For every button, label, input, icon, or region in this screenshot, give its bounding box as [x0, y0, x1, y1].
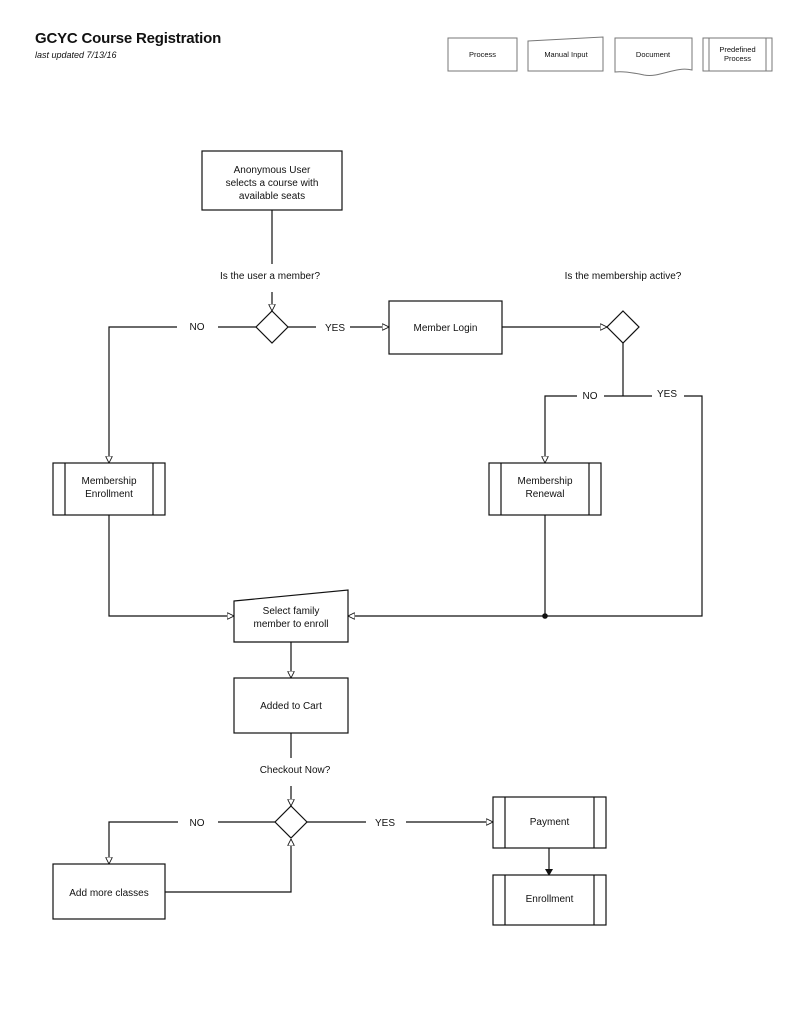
page-title: GCYC Course Registration — [35, 30, 222, 47]
edge-label-active-yes: YES — [657, 389, 677, 400]
node-enrollment: Enrollment — [492, 874, 607, 926]
question-is-member: Is the user a member? — [220, 271, 320, 282]
connectors — [108, 210, 703, 893]
node-start: Anonymous User selects a course with ava… — [201, 150, 343, 211]
last-updated-text: last updated 7/13/16 — [35, 50, 117, 60]
legend-manual-input: Manual Input — [527, 36, 604, 72]
node-payment: Payment — [492, 796, 607, 849]
question-checkout-now: Checkout Now? — [260, 765, 331, 776]
node-start-line-1: Anonymous User — [234, 165, 311, 176]
question-membership-active: Is the membership active? — [565, 271, 682, 282]
edge-label-member-no: NO — [190, 322, 205, 333]
connector-active-no-to-renewal — [545, 395, 577, 463]
node-added-to-cart-label: Added to Cart — [260, 701, 322, 712]
node-add-more-classes-label: Add more classes — [69, 888, 148, 899]
node-membership-enrollment-line-1: Membership — [81, 476, 136, 487]
connector-enrollment-to-select — [108, 515, 234, 616]
node-select-family: Select family member to enroll — [233, 589, 349, 643]
node-membership-renewal: Membership Renewal — [488, 462, 602, 516]
legend-predefined-process: Predefined Process — [702, 37, 773, 72]
edge-label-checkout-no: NO — [190, 818, 205, 829]
node-select-family-line-1: Select family — [263, 606, 320, 617]
edge-label-active-no: NO — [583, 391, 598, 402]
decision-membership-active — [606, 310, 640, 344]
node-membership-renewal-line-2: Renewal — [526, 489, 565, 500]
legend-document: Document — [614, 37, 693, 76]
decision-is-member — [255, 310, 289, 344]
connector-add-more-to-checkout — [165, 839, 291, 893]
node-start-line-2: selects a course with — [226, 178, 319, 189]
decision-checkout-now — [274, 805, 308, 839]
edge-label-member-yes: YES — [325, 323, 345, 334]
legend-predefined-process-label-1: Predefined — [719, 45, 755, 54]
node-payment-label: Payment — [530, 817, 570, 828]
node-member-login-label: Member Login — [414, 323, 478, 334]
edge-label-checkout-yes: YES — [375, 818, 395, 829]
arrow-payment-to-enrollment — [545, 869, 553, 876]
legend-manual-input-label: Manual Input — [544, 50, 588, 59]
junction-dot — [542, 613, 548, 619]
legend-process-label: Process — [469, 50, 496, 59]
connector-active-yes-right — [545, 395, 703, 617]
node-enrollment-label: Enrollment — [526, 894, 574, 905]
node-select-family-line-2: member to enroll — [253, 619, 328, 630]
legend-predefined-process-label-2: Process — [724, 54, 751, 63]
node-added-to-cart: Added to Cart — [233, 677, 349, 734]
node-member-login: Member Login — [388, 300, 503, 355]
node-membership-renewal-line-1: Membership — [517, 476, 572, 487]
connector-checkout-no-to-add-more — [109, 821, 178, 864]
legend-process: Process — [447, 37, 518, 72]
legend-document-label: Document — [636, 50, 671, 59]
node-membership-enrollment-line-2: Enrollment — [85, 489, 133, 500]
node-start-line-3: available seats — [239, 191, 305, 202]
node-membership-enrollment: Membership Enrollment — [52, 462, 166, 516]
node-add-more-classes: Add more classes — [52, 863, 166, 920]
legend: Process Manual Input Document Predefined… — [447, 36, 773, 76]
connector-member-no-to-enrollment — [109, 326, 177, 463]
